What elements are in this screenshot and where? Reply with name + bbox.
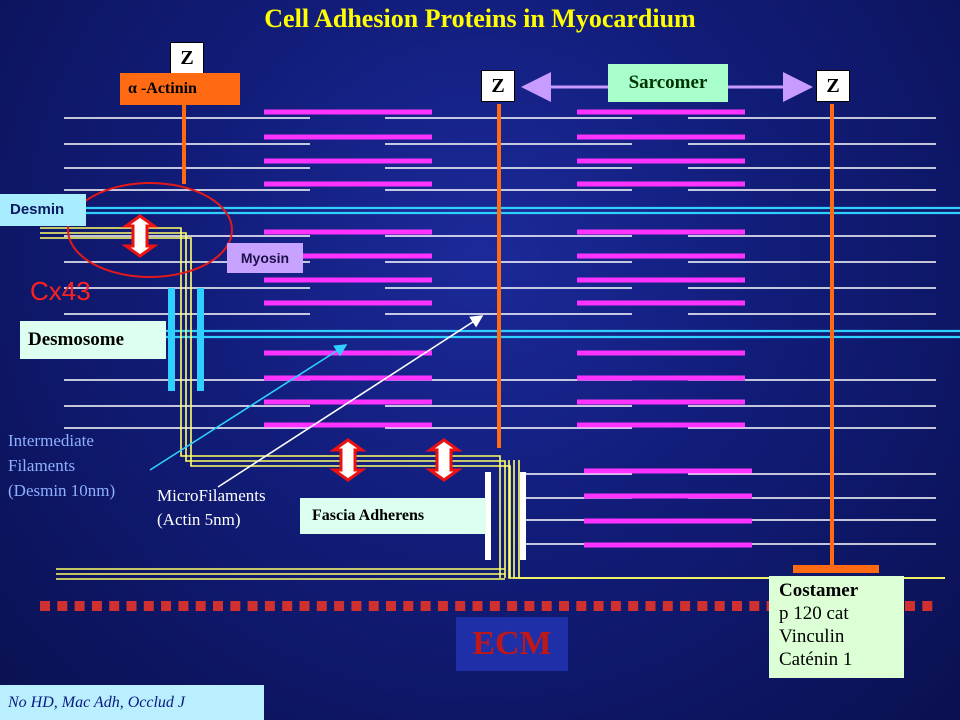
ecm-dot [541, 601, 552, 611]
costamer-item: Vinculin [779, 626, 845, 647]
ecm-dot [386, 601, 396, 611]
ecm-dot [282, 601, 293, 611]
ecm-dot [213, 601, 223, 611]
junction-markers [40, 72, 933, 611]
ecm-dot [403, 601, 414, 611]
ecm-dot [559, 601, 569, 611]
microfilaments-label: MicroFilaments (Actin 5nm) [157, 486, 266, 529]
ecm-dot [507, 601, 518, 611]
pointer-arrow-icon [149, 344, 348, 471]
cx43-label: Cx43 [30, 276, 91, 306]
ecm-dot [40, 601, 50, 611]
actinin-text: -Actinin [140, 80, 197, 97]
fascia-plaque [520, 472, 526, 560]
ecm-dot [143, 601, 154, 611]
fascia-adherens-label: Fascia Adherens [300, 498, 486, 534]
ecm-dot [109, 601, 120, 611]
ecm-dot [905, 601, 915, 611]
costamer-heading: Costamer [779, 580, 859, 601]
intermediate-filaments-label: Intermediate Filaments (Desmin 10nm) [8, 431, 116, 500]
alpha-symbol: α [128, 80, 137, 97]
z-box-right: Z [816, 70, 850, 102]
ecm-dot [230, 601, 241, 611]
costamer-anchor [793, 565, 879, 573]
ecm-dot [455, 601, 466, 611]
ecm-dot [576, 601, 587, 611]
pointer-arrow-icon [217, 315, 484, 488]
ecm-dot [714, 601, 725, 611]
ecm-dot [749, 601, 760, 611]
double-headed-arrow-icon [121, 214, 159, 258]
ecm-dot [57, 601, 68, 611]
sarcomere-filaments [40, 100, 960, 573]
ecm-dot [316, 601, 327, 611]
ecm-dot [472, 601, 483, 611]
ecm-dot [74, 601, 85, 611]
desmosome-label: Desmosome [20, 321, 166, 359]
double-headed-arrow-icon [425, 438, 463, 482]
ecm-dot [922, 601, 933, 611]
double-headed-arrow-icon [329, 438, 367, 482]
ecm-dot [126, 601, 137, 611]
ecm-dot [195, 601, 206, 611]
costamer-box: Costamer p 120 cat Vinculin Caténin 1 [769, 576, 904, 678]
fascia-plaque [485, 472, 491, 560]
desmosome-plaque [197, 288, 204, 391]
ecm-dot [732, 601, 742, 611]
ecm-dot [351, 601, 362, 611]
ecm-dot [610, 601, 621, 611]
ecm-dot [420, 601, 431, 611]
ecm-dot [299, 601, 310, 611]
desmosome-plaque [168, 288, 175, 391]
ecm-dot [437, 601, 448, 611]
ecm-dot [247, 601, 258, 611]
ecm-dot [161, 601, 172, 611]
ecm-dot [264, 601, 275, 611]
highlight-circle-icon [67, 182, 233, 278]
arrow-body [329, 438, 367, 482]
ecm-label: ECM [456, 617, 568, 671]
alpha-actinin-label: α -Actinin [120, 73, 240, 105]
ecm-dot [593, 601, 604, 611]
ecm-dot [524, 601, 535, 611]
arrow-body [121, 214, 159, 258]
ecm-dot [645, 601, 656, 611]
arrow-body [425, 438, 463, 482]
ecm-dot [178, 601, 189, 611]
ecm-dot [489, 601, 500, 611]
z-box-top-left: Z [170, 42, 204, 74]
ecm-dot [368, 601, 379, 611]
ecm-dot [91, 601, 102, 611]
ecm-dot [680, 601, 691, 611]
sarcomer-label: Sarcomer [608, 64, 728, 102]
costamer-item: p 120 cat [779, 603, 849, 624]
ecm-dot [662, 601, 673, 611]
page-title: Cell Adhesion Proteins in Myocardium [264, 4, 696, 33]
footnote: No HD, Mac Adh, Occlud J [0, 685, 264, 720]
ecm-dot [334, 601, 345, 611]
ecm-dot [628, 601, 639, 611]
ecm-dot [697, 601, 708, 611]
costamer-item: Caténin 1 [779, 649, 853, 670]
myosin-label: Myosin [227, 243, 303, 273]
desmin-label: Desmin [0, 194, 86, 226]
z-box-middle: Z [481, 70, 515, 102]
